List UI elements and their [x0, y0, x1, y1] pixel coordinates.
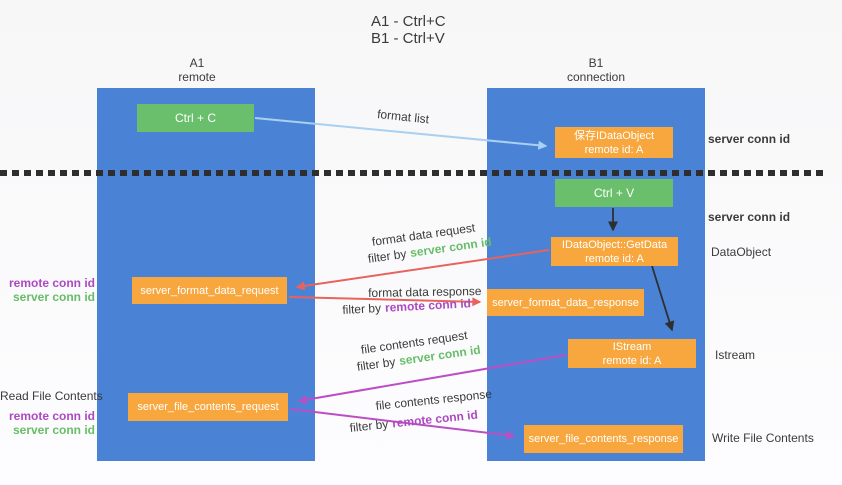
label-format-list: format list	[376, 107, 430, 127]
label-server-conn-id-file: server conn id	[12, 423, 95, 437]
conn-id-stack-format: remote conn id server conn id	[0, 276, 95, 304]
label-read-file-contents: Read File Contents	[0, 389, 103, 403]
node-server-file-contents-request-label: server_file_contents_request	[137, 401, 279, 413]
label-server-conn-id-format: server conn id	[12, 290, 95, 304]
node-server-file-contents-response-label: server_file_contents_response	[528, 433, 679, 445]
node-istream-line1: IStream	[612, 340, 652, 353]
lifeline-header-a1: A1 remote	[97, 56, 297, 84]
node-istream-line2: remote id: A	[602, 354, 662, 367]
label-server-conn-id-top: server conn id	[708, 132, 791, 146]
title-line-1: A1 - Ctrl+C	[371, 13, 446, 30]
lifeline-b1-subtitle: connection	[566, 70, 626, 84]
node-save-idataobject-line1: 保存IDataObject	[573, 129, 655, 142]
node-server-file-contents-response: server_file_contents_response	[524, 425, 683, 453]
lifeline-a1-name: A1	[189, 56, 205, 70]
node-idataobject-getdata: IDataObject::GetData remote id: A	[551, 237, 678, 266]
label-remote-conn-id-format: remote conn id	[8, 276, 95, 290]
label-server-conn-id-mid: server conn id	[708, 210, 791, 224]
label-remote-conn-id-file: remote conn id	[8, 409, 95, 423]
label-dataobject: DataObject	[711, 245, 772, 259]
node-save-idataobject-line2: remote id: A	[584, 143, 644, 156]
node-ctrl-c-label: Ctrl + C	[174, 111, 216, 125]
label-istream: Istream	[715, 348, 756, 362]
lifeline-a1-subtitle: remote	[178, 70, 216, 84]
node-server-format-data-response-label: server_format_data_response	[492, 296, 639, 309]
node-istream: IStream remote id: A	[568, 339, 696, 368]
phase-separator-dotted-line	[0, 170, 826, 176]
node-ctrl-c: Ctrl + C	[137, 104, 254, 132]
node-save-idataobject: 保存IDataObject remote id: A	[555, 127, 673, 158]
node-server-format-data-request-label: server_format_data_request	[140, 284, 279, 297]
node-ctrl-v-label: Ctrl + V	[593, 186, 635, 200]
lifeline-b1-name: B1	[588, 56, 604, 70]
conn-id-stack-file: remote conn id server conn id	[0, 409, 95, 437]
node-ctrl-v: Ctrl + V	[555, 179, 673, 207]
label-write-file-contents: Write File Contents	[712, 431, 814, 445]
node-idataobject-getdata-line1: IDataObject::GetData	[561, 238, 668, 251]
node-idataobject-getdata-line2: remote id: A	[585, 252, 644, 265]
lifeline-header-b1: B1 connection	[487, 56, 705, 84]
title-line-2: B1 - Ctrl+V	[371, 30, 445, 47]
node-server-format-data-request: server_format_data_request	[132, 277, 287, 304]
node-server-format-data-response: server_format_data_response	[487, 289, 644, 316]
node-server-file-contents-request: server_file_contents_request	[128, 393, 288, 421]
diagram-title: A1 - Ctrl+C B1 - Ctrl+V	[371, 13, 446, 47]
